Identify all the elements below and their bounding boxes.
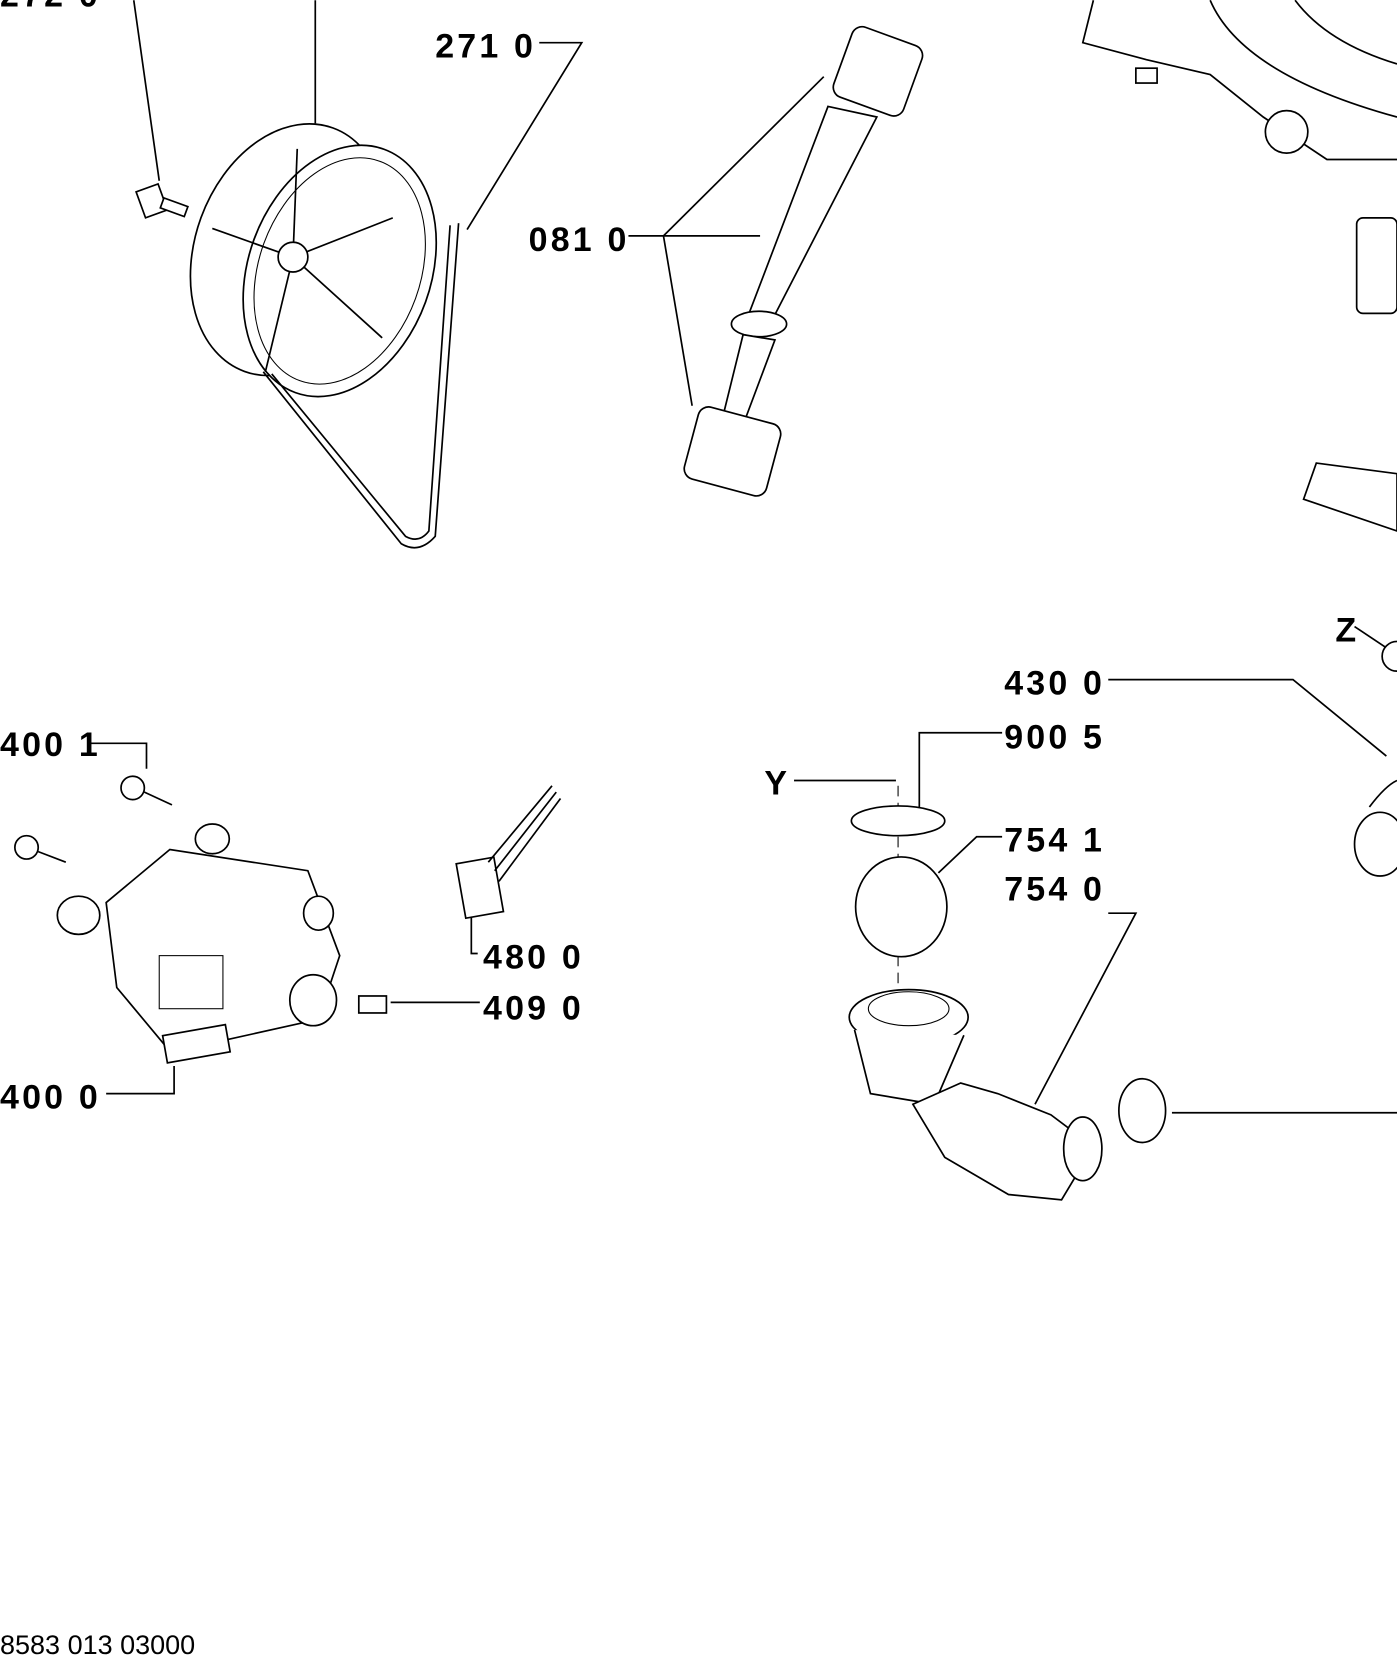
- part-label-900-5: 900 5: [1004, 719, 1105, 757]
- part-label-271-0: 271 0: [435, 28, 536, 66]
- part-label-400-0: 400 0: [0, 1079, 101, 1117]
- reference-label-y: Y: [764, 764, 790, 802]
- shock-absorber: [683, 25, 924, 497]
- drive-belt: [262, 223, 460, 549]
- hose-clamp: [1118, 1077, 1167, 1144]
- part-label-480-0: 480 0: [483, 938, 584, 976]
- part-label-400-1: 400 1: [0, 726, 101, 764]
- motor: [56, 823, 341, 1064]
- ball-valve: [854, 856, 948, 958]
- tub-partial: [1081, 0, 1397, 672]
- motor-bolts: [14, 775, 173, 864]
- reference-label-z: Z: [1335, 611, 1359, 649]
- part-label-754-0: 754 0: [1004, 870, 1105, 908]
- pump-partial: [1353, 779, 1397, 877]
- drum-pulley: [189, 123, 438, 398]
- drain-sump-hose: [848, 988, 1103, 1201]
- leader-lines: [89, 0, 1397, 1114]
- pulley-bolt: [135, 182, 189, 219]
- clamp-ring: [850, 805, 946, 837]
- part-label-430-0: 430 0: [1004, 664, 1105, 702]
- document-code: 8583 013 03000: [0, 1630, 196, 1660]
- part-label-081-0: 081 0: [529, 221, 630, 259]
- part-label-272-0: 272 0: [0, 0, 101, 15]
- carbon-brush: [357, 995, 388, 1014]
- part-label-409-0: 409 0: [483, 989, 584, 1027]
- part-label-754-1: 754 1: [1004, 822, 1105, 860]
- motor-connector: [455, 785, 562, 920]
